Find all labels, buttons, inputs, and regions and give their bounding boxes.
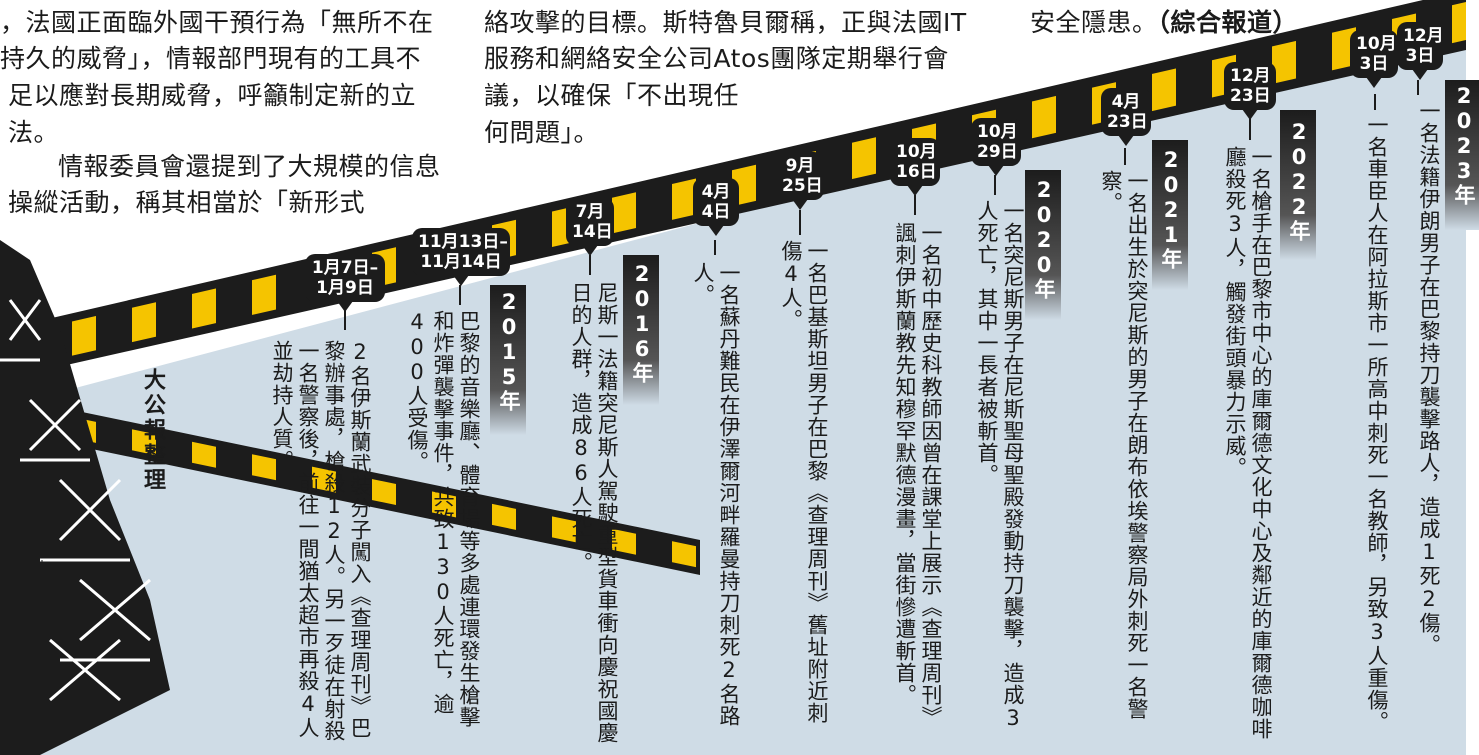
entry-text-2022-dec: 一名槍手在巴黎市中心的庫爾德文化中心及鄰近的庫爾德咖啡廳殺死3人，觸發街頭暴力示… <box>1223 146 1273 740</box>
entry-text-2015-jan: 2名伊斯蘭武裝分子闖入《查理周刊》巴黎辦事處，槍殺12人。另一歹徒在射殺一名警察… <box>270 340 372 742</box>
date-pin-2021-apr: 4月 23日 <box>1101 88 1151 146</box>
lower-tape <box>0 395 700 575</box>
year-label-2022: 2022年 <box>1287 120 1311 242</box>
date-pin-2016-jul: 7月 14日 <box>566 198 614 256</box>
entry-text-2021-apr: 一名出生於突尼斯的男子在朗布依埃警察局外刺死一名警察。 <box>1099 170 1149 720</box>
date-pin-2023-oct: 10月 3日 <box>1350 30 1398 88</box>
article-right-text: 安全隱患。 <box>1030 8 1158 37</box>
date-pin-2020-oct29: 10月 29日 <box>971 118 1021 176</box>
date-pin-2020-oct16: 10月 16日 <box>890 138 940 196</box>
article-left-line-1: ，法國正面臨外國干預行為「無所不在 <box>0 8 434 37</box>
entry-text-2020-oct29: 一名突尼斯男子在尼斯聖母聖殿發動持刀襲擊，造成3人死亡，其中一長者被斬首。 <box>975 200 1025 731</box>
entry-text-2015-nov: 巴黎的音樂廳、體育場等多處連環發生槍擊和炸彈襲擊事件，共致130人死亡，逾400… <box>405 310 481 728</box>
date-pin-2020-apr: 4月 4日 <box>693 178 739 236</box>
entry-text-2020-apr: 一名蘇丹難民在伊澤爾河畔羅曼持刀刺死2名路人。 <box>691 262 741 727</box>
date-pin-2015-nov: 11月13日– 11月14日 <box>412 228 510 286</box>
year-bars <box>490 80 1479 435</box>
entry-text-2023-dec: 一名法籍伊朗男子在巴黎持刀襲擊路人，造成1死2傷。 <box>1417 100 1441 656</box>
date-pin-2022-dec: 12月 23日 <box>1224 62 1276 120</box>
date-pin-2015-jan: 1月7日– 1月9日 <box>305 254 385 312</box>
year-label-2023: 2023年 <box>1452 84 1476 206</box>
article-left-line-5: 情報委員會還提到了大規模的信息 <box>58 152 441 181</box>
article-mid-line-2: 服務和網絡安全公司Atos團隊定期舉行會 <box>484 44 949 73</box>
article-left-line-4: 法。 <box>8 118 60 147</box>
date-pin-2020-sep: 9月 25日 <box>776 152 824 210</box>
timeline-panel <box>30 20 1466 755</box>
article-left-line-2: 持久的威脅」，情報部門現有的工具不 <box>0 44 422 73</box>
graphic-credit: 大公報整理 <box>140 368 165 493</box>
entry-text-2020-sep: 一名巴基斯坦男子在巴黎《查理周刊》舊址附近刺傷4人。 <box>779 240 829 724</box>
entry-text-2023-oct: 一名車臣人在阿拉斯市一所高中刺死一名教師，另致3人重傷。 <box>1365 114 1389 733</box>
entry-text-2016-jul: 尼斯一法籍突尼斯人駕駛重型貨車衝向慶祝國慶日的人群，造成86人死亡。 <box>569 282 619 744</box>
article-mid-line-1: 絡攻擊的目標。斯特魯貝爾稱，正與法國IT <box>484 8 967 37</box>
article-right-line: 安全隱患。（綜合報道） <box>1030 6 1298 39</box>
article-credit: （綜合報道） <box>1157 8 1299 37</box>
date-pin-2023-dec: 12月 3日 <box>1397 22 1444 80</box>
article-left-line-3: 足以應對長期威脅，呼籲制定新的立 <box>8 81 417 110</box>
year-label-2015: 2015年 <box>497 290 521 412</box>
article-left-line-6: 操縱活動，稱其相當於「新形式 <box>8 188 366 217</box>
year-label-2021: 2021年 <box>1159 148 1183 270</box>
year-label-2020: 2020年 <box>1032 178 1056 300</box>
year-label-2016: 2016年 <box>630 262 654 384</box>
article-mid-line-3: 議，以確保「不出現任 <box>484 81 740 110</box>
entry-text-2020-oct16: 一名初中歷史科教師因曾在課堂上展示《查理周刊》諷刺伊斯蘭教先知穆罕默德漫畫，當街… <box>893 222 943 728</box>
eiffel-tower-illustration <box>0 240 170 755</box>
article-mid-line-4: 何問題」。 <box>484 118 600 147</box>
